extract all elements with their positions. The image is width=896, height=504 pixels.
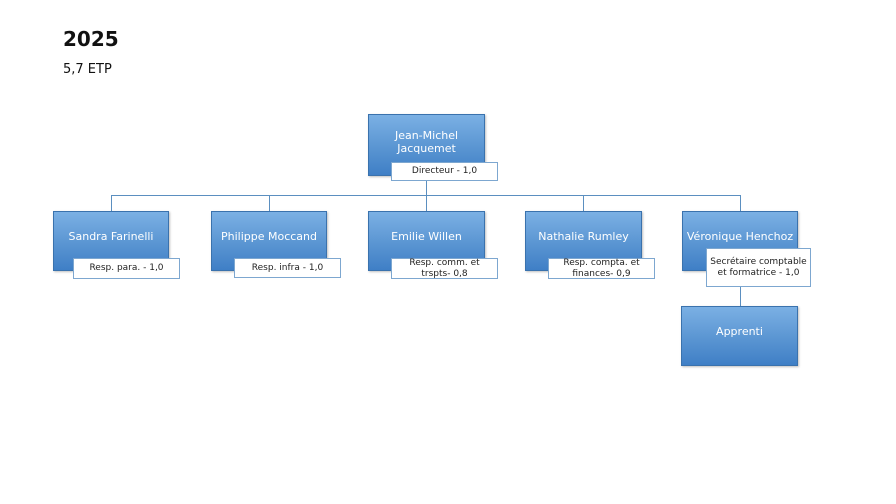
connector-drop-4 xyxy=(583,195,584,211)
connector-drop-2 xyxy=(269,195,270,211)
org-box-staff-5: Véronique Henchoz xyxy=(682,211,798,271)
director-name: Jean-Michel Jacquemet xyxy=(394,129,459,155)
staff-role-1: Resp. para. - 1,0 xyxy=(73,258,180,279)
staff-name-3: Emilie Willen xyxy=(391,229,462,243)
staff-role-3: Resp. comm. et trspts- 0,8 xyxy=(391,258,498,279)
staff-name-5: Véronique Henchoz xyxy=(686,229,794,243)
connector-drop-1 xyxy=(111,195,112,211)
staff-role-5: Secrétaire comptable et formatrice - 1,0 xyxy=(706,248,811,287)
apprentice-name: Apprenti xyxy=(716,324,763,338)
staff-role-4: Resp. compta. et finances- 0,9 xyxy=(548,258,655,279)
connector-drop-5 xyxy=(740,195,741,211)
staff-name-1: Sandra Farinelli xyxy=(68,229,154,243)
connector-director-down xyxy=(426,176,427,196)
director-role: Directeur - 1,0 xyxy=(391,162,498,181)
staff-role-2: Resp. infra - 1,0 xyxy=(234,258,341,278)
etp-total: 5,7 ETP xyxy=(63,62,112,77)
connector-apprentice xyxy=(740,287,741,306)
page-title: 2025 xyxy=(63,27,119,51)
staff-name-4: Nathalie Rumley xyxy=(538,229,629,243)
staff-name-2: Philippe Moccand xyxy=(220,229,317,243)
connector-drop-3 xyxy=(426,195,427,211)
org-box-apprentice: Apprenti xyxy=(681,306,798,366)
